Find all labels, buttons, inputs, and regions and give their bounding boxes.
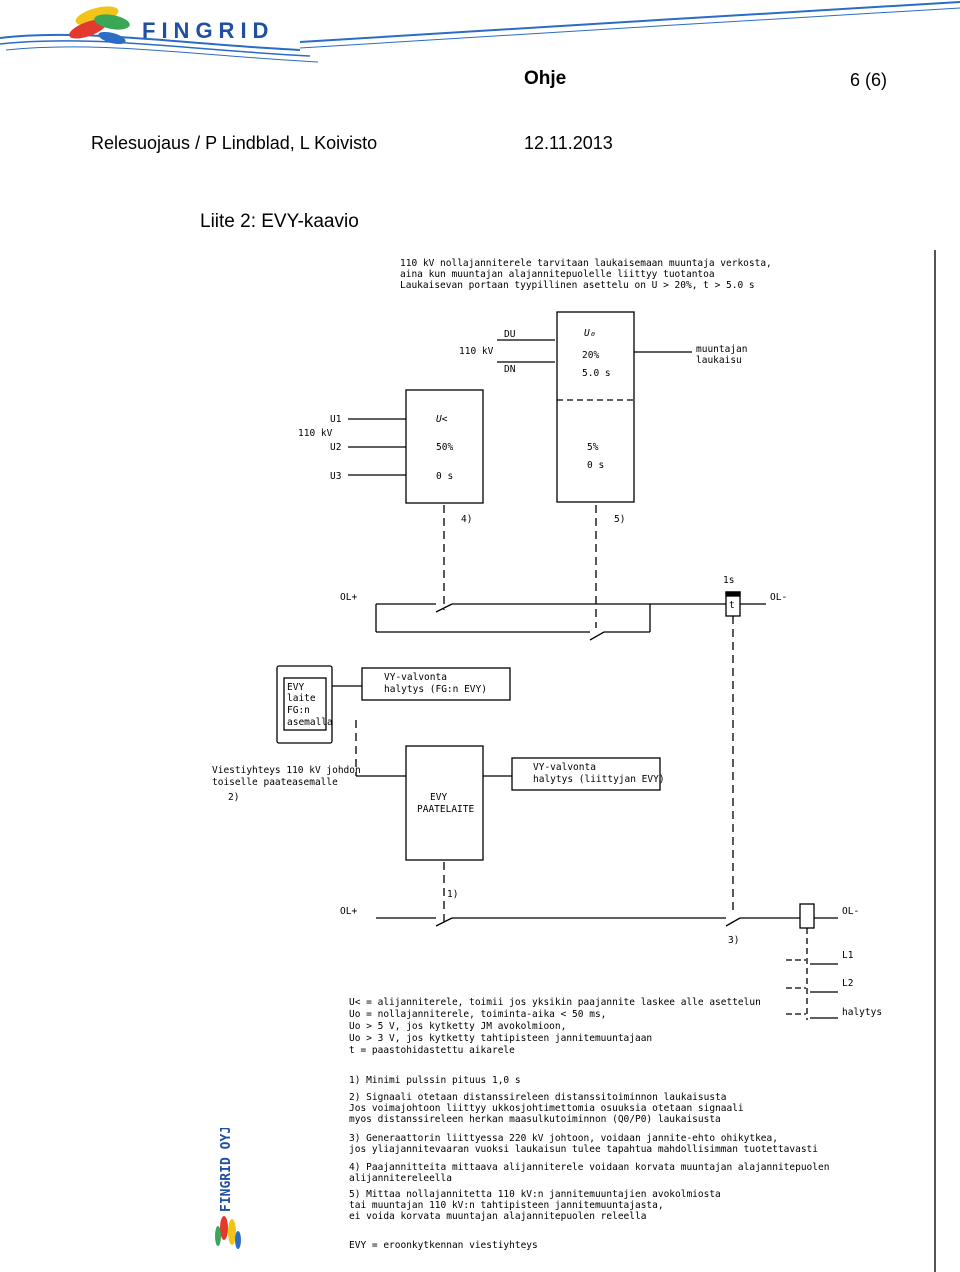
link-text-1: Viestiyhteys 110 kV johdon (212, 765, 361, 776)
legend-line-4: Uo > 3 V, jos kytketty tahtipisteen jann… (349, 1033, 652, 1044)
side-logo: FINGRID OYJ (215, 1128, 241, 1249)
link-text-2: toiselle paateasemalle (212, 777, 338, 788)
vy-alarm-conn-box (511, 757, 661, 791)
uo-setting-pct: 20% (582, 350, 599, 361)
halytys-label: halytys (842, 1007, 882, 1018)
l2-label: L2 (842, 978, 853, 989)
uo-pct-2: 5% (587, 442, 599, 453)
evy-main-2: PAATELAITE (417, 804, 474, 815)
legend-line-5: t = paastohidastettu aikarele (349, 1045, 515, 1056)
vy-alarm-fg-2: halytys (FG:n EVY) (384, 684, 487, 695)
vy-alarm-conn-2: halytys (liittyjan EVY) (533, 774, 665, 785)
delay-1s: 1s (723, 575, 734, 586)
header-swoosh (300, 1, 960, 49)
vy-alarm-fg-1: VY-valvonta (384, 672, 447, 683)
ref-4: 4) (461, 514, 472, 525)
top-note-line-2: aina kun muuntajan alajannitepuolelle li… (400, 269, 715, 280)
legend-line-1: U< = alijanniterele, toimii jos yksikin … (349, 997, 761, 1008)
trip-label-1: muuntajan (696, 344, 747, 355)
ol-plus-bottom: OL+ (340, 906, 357, 917)
right-margin-line (934, 250, 936, 1272)
u-under-time: 0 s (436, 471, 453, 482)
doc-subtitle: Relesuojaus / P Lindblad, L Koivisto (91, 133, 378, 153)
doc-type: Ohje (524, 68, 567, 89)
fingrid-logo (0, 6, 319, 63)
top-note-line-3: Laukaisevan portaan tyypillinen asettelu… (400, 280, 755, 291)
note-2-line-2: Jos voimajohtoon liittyy ukkosjohtimetto… (349, 1103, 744, 1114)
uo-time-2: 0 s (587, 460, 604, 471)
u-under-pct: 50% (436, 442, 453, 453)
ol-plus-top: OL+ (340, 592, 357, 603)
note-4-line-2: alijannitereleella (349, 1173, 452, 1184)
vy-alarm-fg-box (361, 667, 511, 701)
note-3-line-2: jos yliajannitevaaran vuoksi laukaisun t… (349, 1144, 818, 1155)
ol-minus-top: OL- (770, 592, 787, 603)
evy-main-box (405, 745, 484, 861)
ol-minus-bottom: OL- (842, 906, 859, 917)
evy-station-line-1: EVY (287, 682, 304, 693)
ref-3: 3) (728, 935, 739, 946)
note-2-line-1: 2) Signaali otetaan distanssireleen dist… (349, 1092, 727, 1103)
ref-1: 1) (447, 889, 458, 900)
trip-label-2: laukaisu (696, 355, 742, 366)
l1-label: L1 (842, 950, 854, 961)
trip-relay (799, 903, 815, 929)
note-2-line-3: myos distanssireleen herkan maasulkutoim… (349, 1114, 721, 1125)
u3-label: U3 (330, 471, 341, 482)
page-number: 6 (6) (850, 70, 888, 90)
u2-label: U2 (330, 442, 341, 453)
attachment-title: Liite 2: EVY-kaavio (200, 211, 359, 232)
du-label: DU (504, 329, 516, 340)
evy-definition: EVY = eroonkytkennan viestiyhteys (349, 1240, 538, 1251)
evy-main-1: EVY (430, 792, 447, 803)
ref-2: 2) (228, 792, 239, 803)
note-5-line-3: ei voida korvata muuntajan alajannitepuo… (349, 1211, 646, 1222)
brand-name: FINGRID (142, 18, 275, 43)
note-5-line-1: 5) Mittaa nollajannitetta 110 kV:n janni… (349, 1189, 721, 1200)
uo-setting-time: 5.0 s (582, 368, 611, 379)
voltage-110-top: 110 kV (459, 346, 494, 357)
timer-t-label: t (729, 600, 735, 611)
note-1-line-1: 1) Minimi pulssin pituus 1,0 s (349, 1075, 521, 1086)
note-4-line-1: 4) Paajannitteita mittaava alijanniterel… (349, 1162, 829, 1173)
evy-station-box (276, 665, 333, 744)
dn-label: DN (504, 364, 516, 375)
doc-date: 12.11.2013 (524, 133, 613, 153)
voltage-110-left: 110 kV (298, 428, 333, 439)
note-5-line-2: tai muuntajan 110 kV:n tahtipisteen jann… (349, 1200, 664, 1211)
legend-line-3: Uo > 5 V, jos kytketty JM avokolmioon, (349, 1021, 566, 1032)
u-under-label: U< (436, 414, 448, 425)
vy-alarm-conn-1: VY-valvonta (533, 762, 596, 773)
note-3-line-1: 3) Generaattorin liittyessa 220 kV johto… (349, 1133, 778, 1144)
legend-line-2: Uo = nollajanniterele, toiminta-aika < 5… (349, 1009, 606, 1020)
evy-station-line-4: asemalla (287, 717, 333, 728)
ref-5: 5) (614, 514, 625, 525)
uo-relay-box (556, 311, 635, 503)
uo-label: U₀ (584, 328, 595, 339)
evy-station-line-2: laite (287, 693, 316, 704)
top-note-line-1: 110 kV nollajanniterele tarvitaan laukai… (400, 258, 772, 269)
u1-label: U1 (330, 414, 342, 425)
evy-station-line-3: FG:n (287, 705, 310, 716)
side-logo-text: FINGRID OYJ (219, 1128, 234, 1212)
